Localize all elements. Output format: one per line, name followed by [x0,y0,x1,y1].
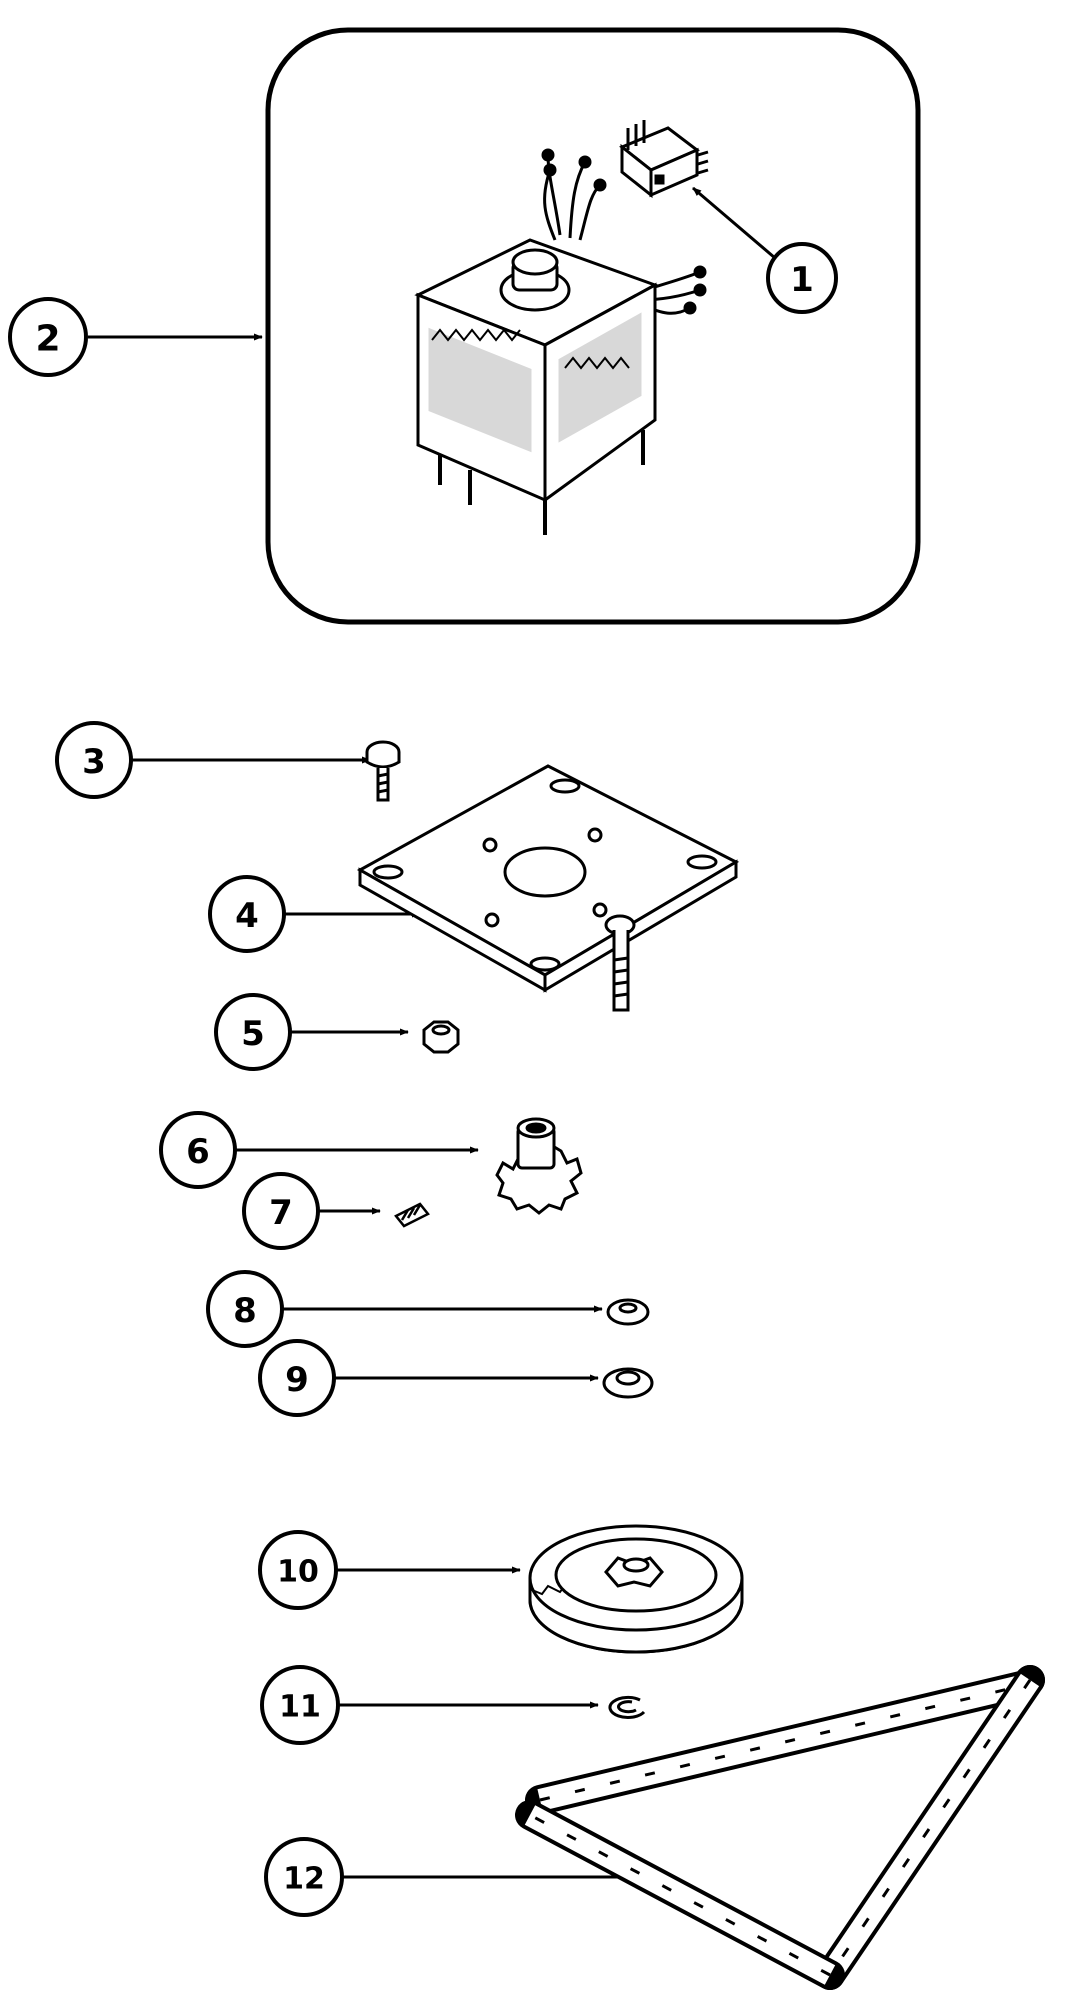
callout-10: 10 [258,1530,338,1610]
motor-assembly-box [265,27,921,625]
callout-12-number: 12 [283,1862,325,1897]
callout-11-number: 11 [279,1690,321,1725]
washer-icon-large [602,1367,654,1399]
callout-8: 8 [206,1270,284,1348]
callout-3: 3 [55,721,133,799]
drive-sprocket-icon [495,1117,583,1215]
callout-9: 9 [258,1339,336,1417]
callout-7-number: 7 [269,1193,293,1233]
callout-7: 7 [242,1172,320,1250]
motor-switch-icon [619,120,709,199]
leader-line-1 [692,186,776,260]
callout-1-number: 1 [790,260,814,300]
callout-12: 12 [264,1837,344,1917]
hex-nut-icon [422,1020,460,1054]
mounting-plate-icon [356,764,740,1012]
screw-icon [365,740,401,802]
callout-1: 1 [766,242,838,314]
callout-8-number: 8 [233,1291,257,1331]
callout-2: 2 [8,297,88,377]
callout-5: 5 [214,993,292,1071]
callout-9-number: 9 [285,1360,309,1400]
retaining-ring-icon [608,1695,646,1719]
callout-4: 4 [208,875,286,953]
drive-chain-icon [515,1665,1045,1990]
callout-3-number: 3 [82,742,106,782]
callout-10-number: 10 [277,1555,319,1590]
driven-sprocket-icon [528,1524,744,1654]
set-screw-icon [394,1202,430,1228]
leader-lines [88,186,776,1881]
callout-2-number: 2 [35,319,60,360]
washer-icon [606,1298,650,1326]
callout-6-number: 6 [186,1132,210,1172]
drive-motor-icon [414,148,707,535]
callout-6: 6 [159,1111,237,1189]
callout-11: 11 [260,1665,340,1745]
callout-5-number: 5 [241,1014,265,1054]
callout-4-number: 4 [235,896,259,936]
